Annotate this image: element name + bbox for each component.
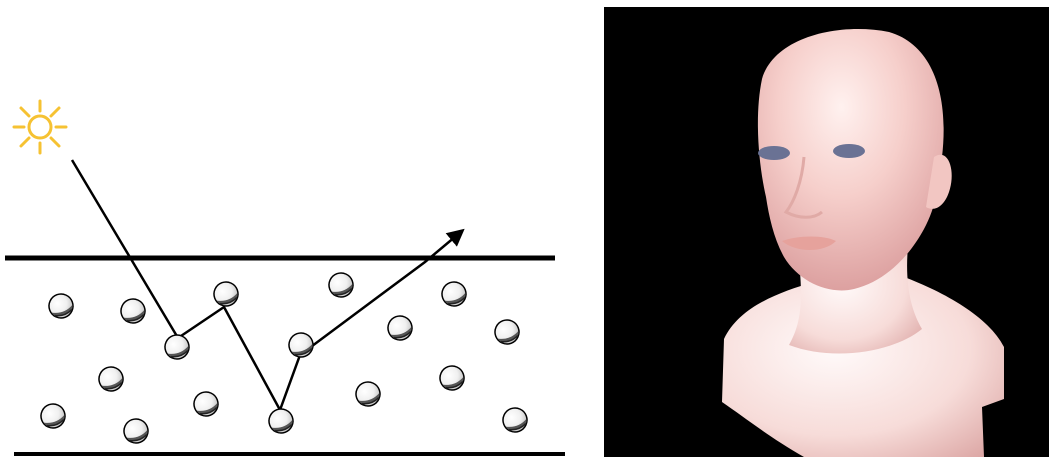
sphere-particle-icon [288,332,314,358]
sphere-particle-icon [387,315,413,341]
sphere-particle-icon [164,334,190,360]
lips [782,236,836,250]
right-eye [833,144,865,158]
sphere-particle-icon [98,366,124,392]
ear [926,154,952,209]
particle-group [40,272,528,444]
sphere-particle-icon [48,293,74,319]
sphere-particle-icon [123,418,149,444]
sphere-particle-icon [213,281,239,307]
subsurface-scattering-diagram [5,99,565,456]
sphere-particle-icon [439,365,465,391]
sphere-particle-icon [328,272,354,298]
3d-rendered-head-icon [604,7,1049,457]
sun-icon [12,99,68,155]
sphere-particle-icon [268,408,294,434]
sphere-particle-icon [441,281,467,307]
sphere-particle-icon [40,403,66,429]
head [757,29,944,291]
sphere-particle-icon [120,298,146,324]
nose [783,156,823,219]
light-ray-path [70,159,465,414]
sphere-particle-icon [355,381,381,407]
sphere-particle-icon [193,391,219,417]
sphere-particle-icon [502,407,528,433]
render-panel [604,7,1049,457]
sphere-particle-icon [494,319,520,345]
shoulders [722,277,1004,457]
left-eye [758,146,790,160]
